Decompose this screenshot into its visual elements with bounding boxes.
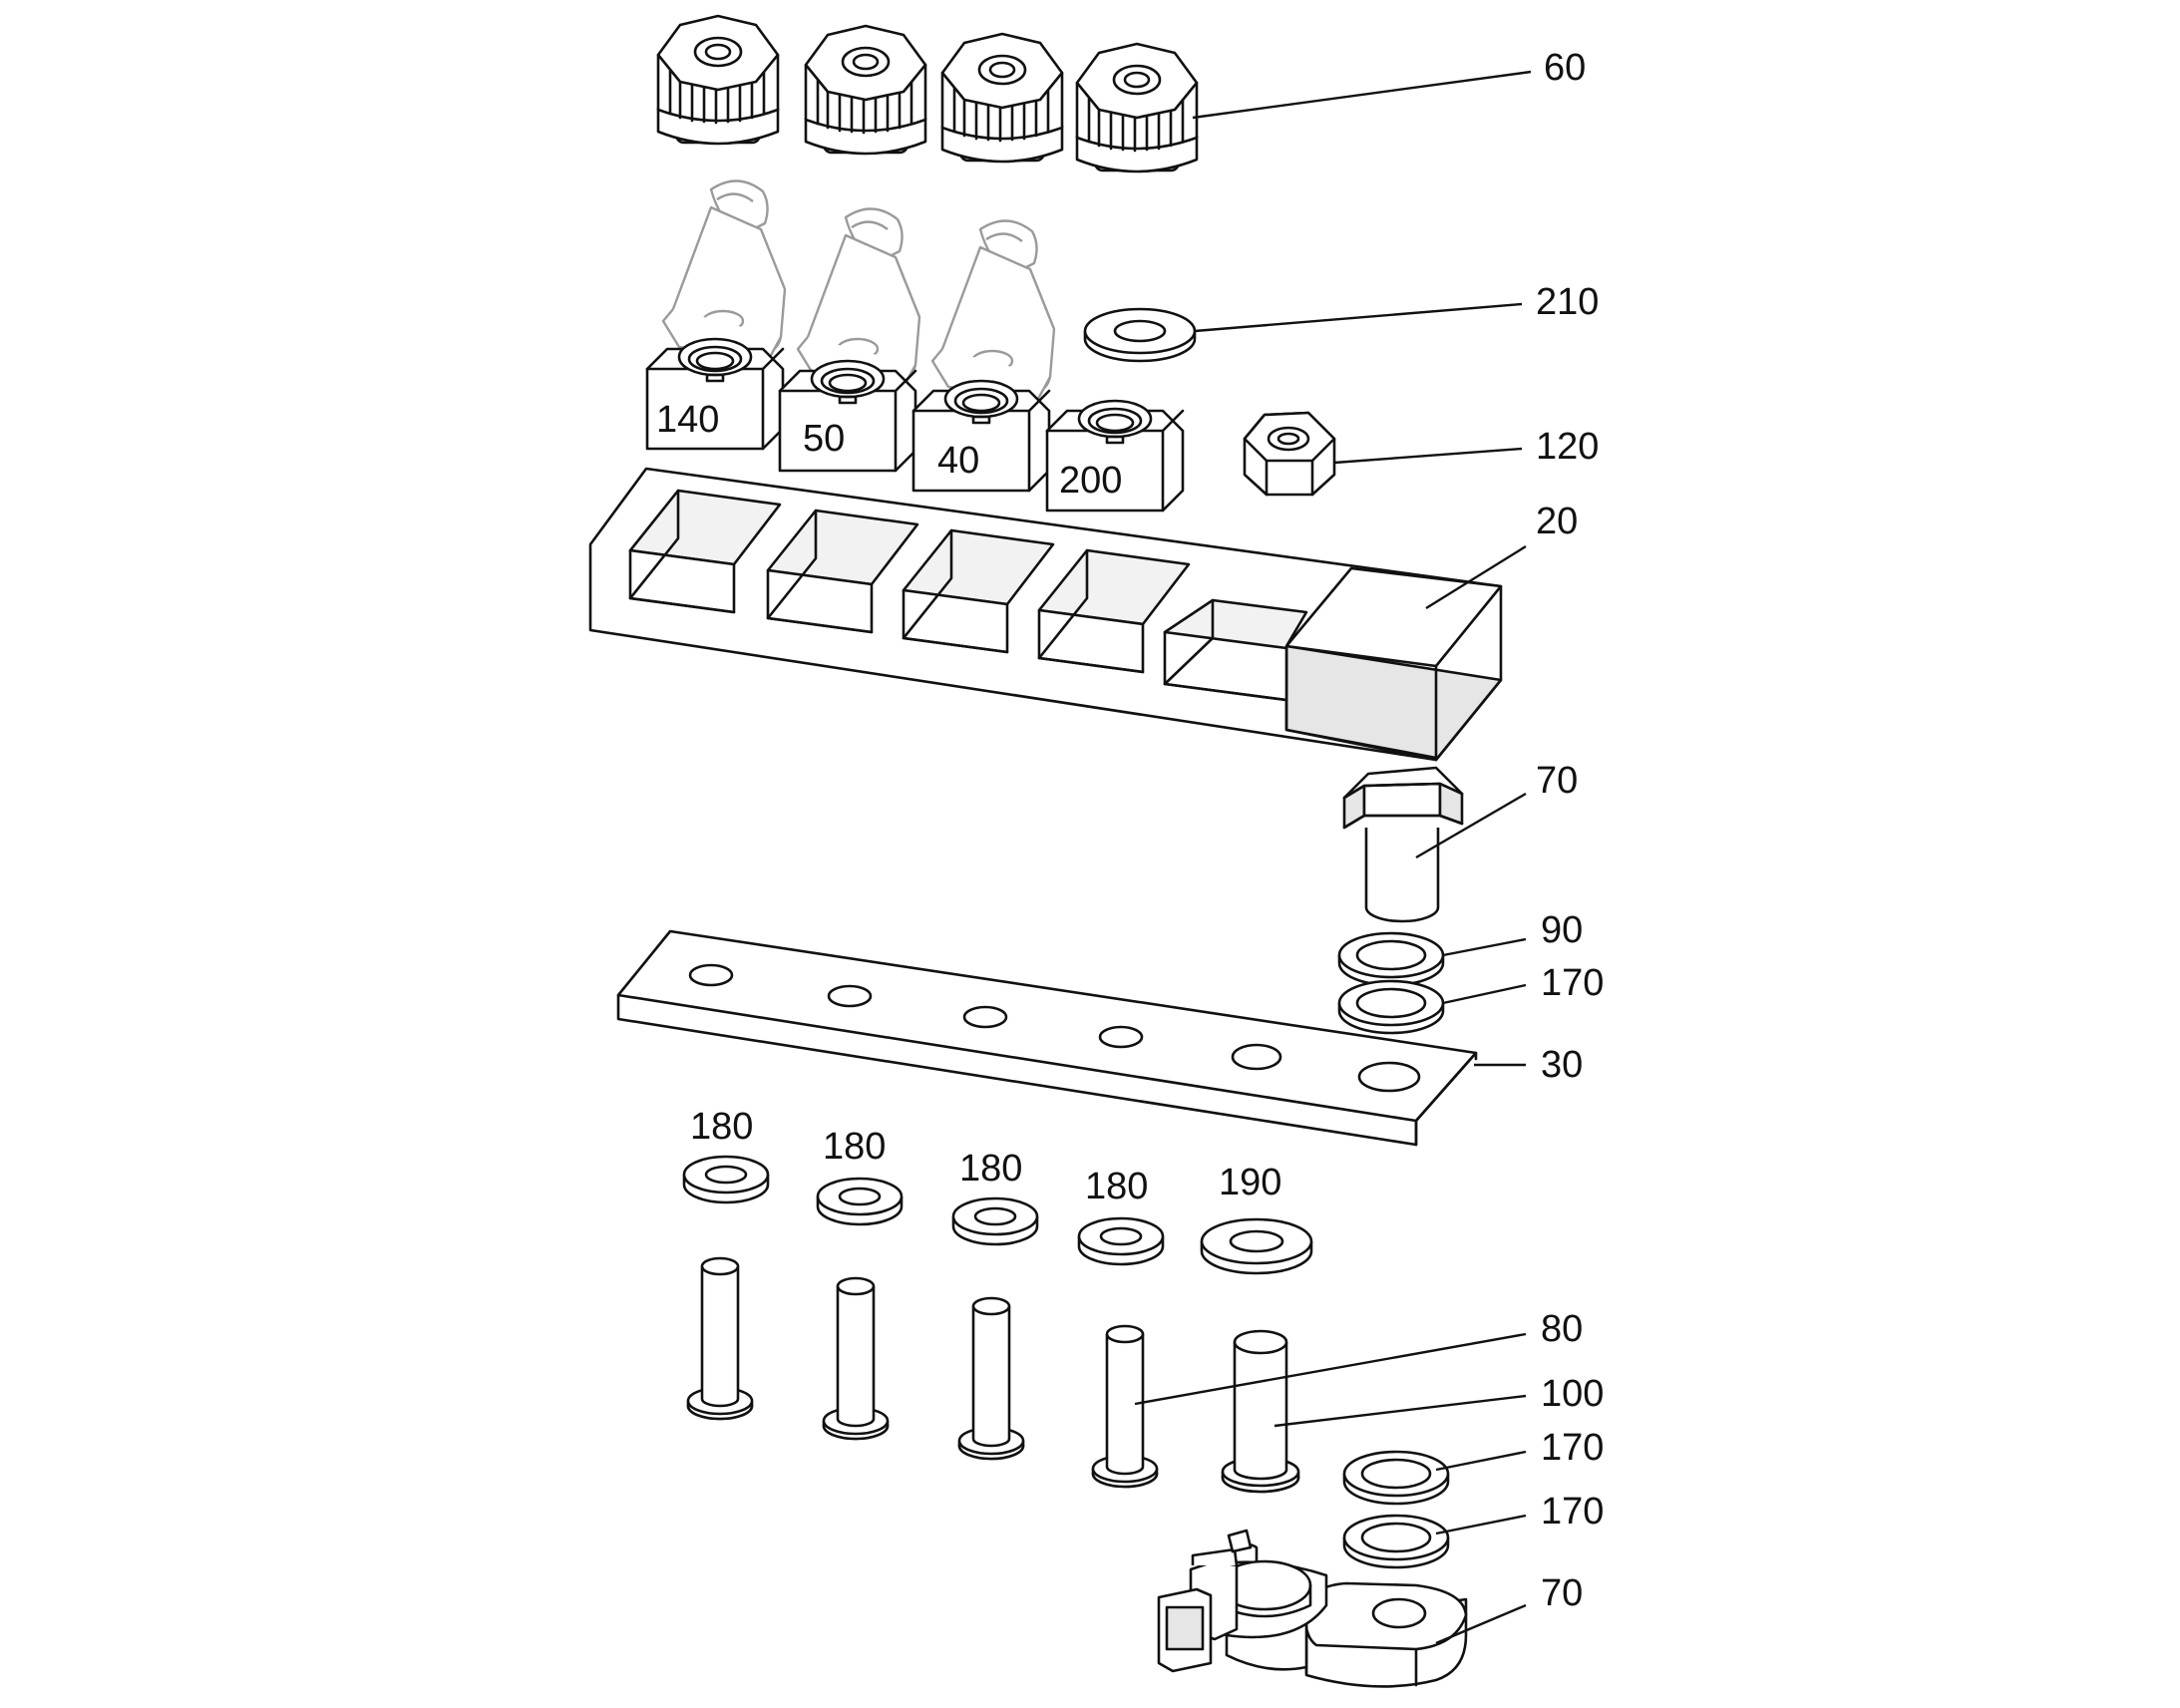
washer-180-4 (1077, 1216, 1165, 1266)
washer-190 (1200, 1217, 1313, 1275)
block-tag-200: 200 (1059, 460, 1122, 502)
knob-3 (940, 32, 1064, 164)
label-30: 30 (1541, 1044, 1583, 1086)
pin-100 (1221, 1329, 1300, 1494)
washer-180-3 (951, 1196, 1039, 1246)
label-170-lower-1: 170 (1541, 1427, 1604, 1469)
washer-tag-180-2: 180 (823, 1126, 886, 1168)
washer-tag-180-4: 180 (1085, 1166, 1148, 1207)
label-210: 210 (1536, 281, 1599, 323)
label-170-lower-2: 170 (1541, 1491, 1604, 1533)
label-60: 60 (1544, 47, 1586, 89)
label-170-upper: 170 (1541, 962, 1604, 1004)
nut-block-40 (911, 379, 1051, 493)
label-70-bolt: 70 (1536, 760, 1578, 802)
leader-lines (1134, 70, 1532, 1645)
label-80: 80 (1541, 1308, 1583, 1350)
bar-30 (616, 929, 1478, 1147)
washer-90 (1337, 931, 1445, 987)
cable-lug-3 (930, 219, 1056, 401)
pin-2 (822, 1276, 890, 1441)
label-90: 90 (1541, 909, 1583, 951)
label-100: 100 (1541, 1373, 1604, 1415)
label-70-clamp: 70 (1541, 1572, 1583, 1614)
washer-180-2 (816, 1177, 904, 1226)
washer-210 (1083, 307, 1197, 363)
knob-2 (804, 24, 927, 156)
block-tag-140: 140 (656, 399, 719, 441)
hex-nut-120 (1243, 411, 1336, 497)
cable-lug-1 (661, 179, 787, 361)
label-20: 20 (1536, 501, 1578, 542)
knob-1 (656, 14, 780, 146)
washer-tag-180-1: 180 (690, 1106, 753, 1148)
pin-3 (957, 1296, 1025, 1461)
washer-tag-180-3: 180 (959, 1148, 1022, 1190)
washer-170-lower-1 (1342, 1450, 1450, 1506)
washer-170-lower-2 (1342, 1514, 1450, 1569)
pin-1 (686, 1256, 754, 1421)
washer-tag-190: 190 (1219, 1162, 1281, 1203)
block-tag-50: 50 (803, 418, 845, 460)
nut-block-50 (778, 359, 917, 473)
washer-170-upper (1337, 979, 1445, 1035)
battery-clamp-70 (1157, 1529, 1468, 1688)
pin-4 (1091, 1324, 1159, 1489)
knob-4 (1075, 42, 1199, 173)
washer-180-1 (682, 1155, 770, 1204)
cable-lug-2 (796, 207, 921, 389)
label-120: 120 (1536, 426, 1599, 468)
bolt-70 (1342, 766, 1464, 923)
housing-20 (588, 467, 1503, 762)
block-tag-40: 40 (937, 440, 979, 482)
